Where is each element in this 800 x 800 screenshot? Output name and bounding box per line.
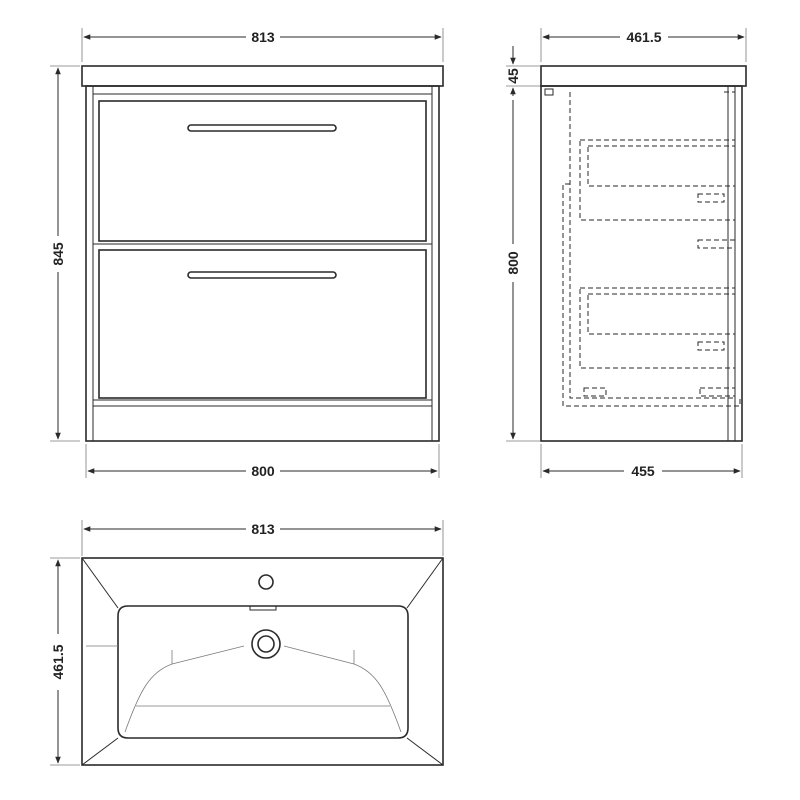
top-view: 813 461.5 <box>50 520 444 766</box>
side-cabinet-body <box>540 85 743 442</box>
front-top-width-dimension: 813 <box>81 28 444 62</box>
front-height-dimension: 845 <box>50 65 80 442</box>
front-bottom-width-label: 800 <box>251 463 275 479</box>
side-top-depth-label: 461.5 <box>626 29 661 45</box>
waste-outer-icon <box>251 629 281 659</box>
front-lower-drawer <box>98 249 427 399</box>
side-top-depth-dimension: 461.5 <box>540 28 747 62</box>
waste-inner-icon <box>257 635 275 653</box>
front-bottom-width-dimension: 800 <box>85 444 440 479</box>
side-basin-top <box>540 65 747 87</box>
front-height-label: 845 <box>50 242 66 266</box>
side-hidden-drawers <box>562 91 741 407</box>
front-cabinet-body <box>85 85 440 442</box>
side-hinge-mark <box>544 88 554 96</box>
side-height-dimensions: 45 800 <box>505 46 540 442</box>
lower-drawer-handle-icon <box>187 271 337 279</box>
front-top-width-label: 813 <box>251 29 275 45</box>
tap-hole-icon <box>258 574 274 590</box>
top-depth-label: 461.5 <box>50 644 66 679</box>
top-depth-dimension: 461.5 <box>50 557 80 766</box>
top-basin-outline <box>81 557 444 766</box>
top-basin-bowl <box>117 605 409 739</box>
side-cabinet-height-label: 800 <box>505 251 521 275</box>
side-bottom-depth-dimension: 455 <box>540 444 743 479</box>
side-view: 461.5 45 800 <box>505 28 747 479</box>
front-upper-drawer <box>98 100 427 242</box>
upper-drawer-handle-icon <box>187 124 337 132</box>
top-width-dimension: 813 <box>81 520 444 556</box>
front-view: 813 845 800 <box>50 28 444 479</box>
front-basin-top <box>81 65 444 87</box>
side-bottom-depth-label: 455 <box>631 463 655 479</box>
side-basin-height-label: 45 <box>505 68 521 84</box>
overflow-slot <box>249 605 277 611</box>
top-width-label: 813 <box>251 521 275 537</box>
